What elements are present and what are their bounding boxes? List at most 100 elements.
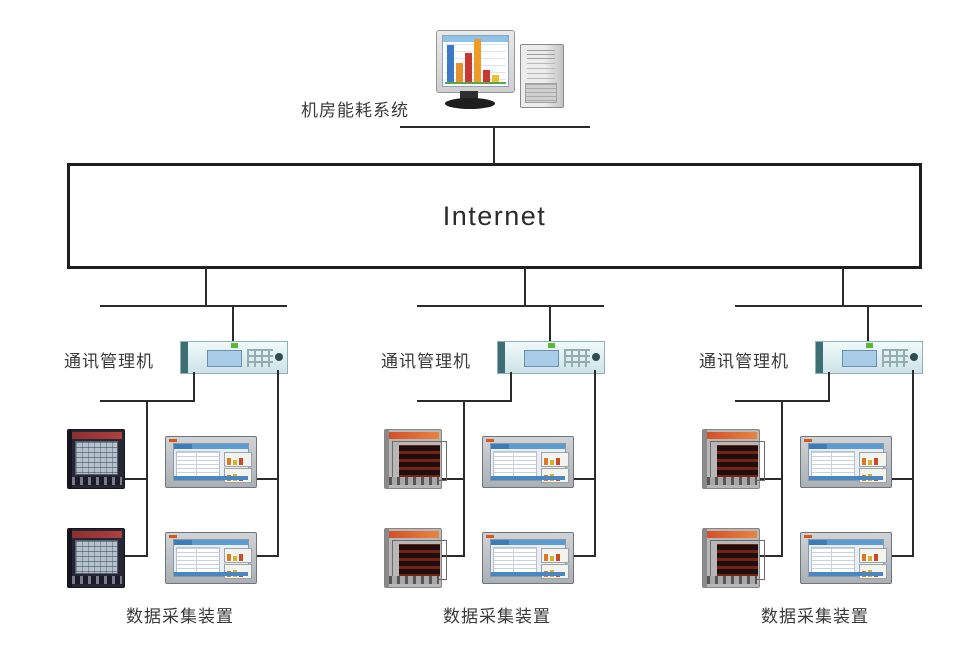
connector-line	[735, 305, 922, 307]
meter-led-display	[392, 441, 447, 481]
comm-manager-device	[180, 341, 288, 374]
power-meter-device	[702, 528, 765, 588]
connector-line	[417, 305, 604, 307]
device-knob	[275, 353, 283, 361]
connector-line	[867, 307, 869, 341]
panel-screen	[808, 539, 887, 579]
manager-label: 通讯管理机	[699, 352, 789, 371]
meter-led-display	[710, 441, 765, 481]
meter-display	[75, 441, 118, 475]
monitor-base	[445, 98, 495, 109]
collector-label: 数据采集装置	[761, 607, 869, 626]
device-lcd	[207, 350, 242, 367]
status-led	[548, 343, 555, 348]
monitor-stand	[460, 91, 478, 100]
monitor-icon	[436, 30, 515, 93]
touch-panel-device	[800, 436, 892, 488]
connector-line	[100, 305, 287, 307]
connector-line	[253, 478, 279, 480]
meter-buttons	[72, 576, 122, 584]
connector-line	[232, 307, 234, 341]
panel-screen	[490, 443, 569, 483]
comm-manager-device	[815, 341, 923, 374]
panel-indicators	[541, 548, 569, 563]
connector-line	[440, 555, 465, 557]
device-lcd	[842, 350, 877, 367]
branch-3: 通讯管理机	[699, 268, 925, 664]
internet-box: Internet	[67, 163, 922, 269]
connector-line	[828, 372, 830, 402]
collector-label: 数据采集装置	[443, 607, 551, 626]
panel-table	[176, 451, 220, 477]
brand-logo	[169, 535, 177, 538]
connector-line	[510, 372, 512, 402]
meter-led-display	[710, 540, 765, 580]
device-keypad	[247, 349, 273, 367]
touch-panel-device	[482, 436, 574, 488]
meter-buttons	[389, 477, 439, 485]
connector-line	[400, 126, 590, 128]
device-knob	[592, 353, 600, 361]
power-meter-device	[384, 528, 447, 588]
device-side	[498, 342, 505, 373]
connector-line	[493, 126, 495, 163]
connector-line	[888, 478, 914, 480]
meter-buttons	[707, 477, 757, 485]
comm-manager-device	[497, 341, 605, 374]
panel-indicators	[859, 452, 887, 467]
connector-line	[123, 555, 148, 557]
chart-axis	[445, 82, 506, 84]
connector-line	[758, 555, 783, 557]
brand-logo	[804, 535, 812, 538]
power-meter-device	[384, 429, 447, 489]
touch-panel-device	[165, 532, 257, 584]
connector-line	[888, 555, 914, 557]
tower-vents	[527, 50, 555, 60]
panel-indicators	[224, 452, 252, 467]
panel-indicators	[541, 452, 569, 467]
connector-line	[842, 266, 844, 305]
touch-panel-device	[165, 436, 257, 488]
internet-label: Internet	[442, 200, 547, 231]
touch-panel-device	[800, 532, 892, 584]
meter-display	[75, 540, 118, 574]
meter-buttons	[707, 576, 757, 584]
panel-screen	[173, 539, 252, 579]
monitor-screen	[442, 35, 509, 87]
brand-logo	[169, 439, 177, 442]
device-knob	[910, 353, 918, 361]
device-side	[181, 342, 188, 373]
panel-screen	[173, 443, 252, 483]
connector-line	[549, 307, 551, 341]
status-led	[866, 343, 873, 348]
connector-line	[123, 478, 148, 480]
connector-line	[440, 478, 465, 480]
status-led	[231, 343, 238, 348]
device-keypad	[564, 349, 590, 367]
brand-logo	[486, 535, 494, 538]
device-side	[816, 342, 823, 373]
connector-line	[205, 266, 207, 305]
bar-chart-icon	[447, 37, 506, 83]
power-meter-device	[67, 429, 125, 489]
panel-screen	[808, 443, 887, 483]
branch-2: 通讯管理机	[381, 268, 607, 664]
touch-panel-device	[482, 532, 574, 584]
power-meter-device	[67, 528, 125, 588]
panel-screen	[490, 539, 569, 579]
panel-indicators	[859, 548, 887, 563]
device-keypad	[882, 349, 908, 367]
connector-line	[912, 370, 914, 557]
connector-line	[594, 370, 596, 557]
connector-line	[758, 478, 783, 480]
brand-logo	[804, 439, 812, 442]
panel-table	[811, 451, 855, 477]
connector-line	[570, 478, 596, 480]
brand-logo	[486, 439, 494, 442]
panel-table	[493, 451, 537, 477]
connector-line	[524, 266, 526, 305]
tower-panel	[527, 63, 555, 79]
meter-led-display	[392, 540, 447, 580]
collector-label: 数据采集装置	[126, 607, 234, 626]
